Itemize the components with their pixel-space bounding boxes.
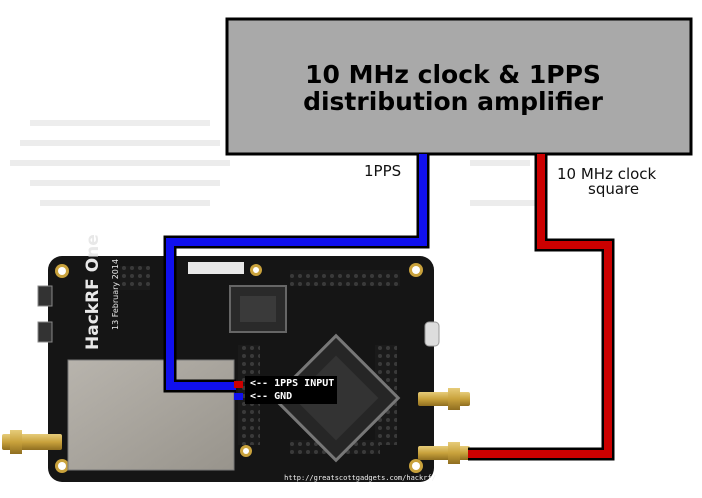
header-small	[120, 266, 150, 290]
clock-cable-label-line1: 10 MHz clock	[557, 165, 657, 183]
pps-pin-marker	[234, 381, 243, 388]
board-url-silkscreen: http://greatscottgadgets.com/hackrf/	[284, 474, 436, 482]
gnd-label: <-- GND	[250, 391, 292, 402]
amplifier-title-line1: 10 MHz clock & 1PPS	[305, 60, 601, 89]
sma-connector-clkin	[418, 442, 470, 464]
hackrf-one-board: HackRF One 13 February 2014 http://great…	[37, 234, 440, 482]
header-top	[290, 270, 400, 286]
gnd-pin-marker	[234, 393, 243, 400]
pps-cable-label: 1PPS	[364, 162, 401, 180]
pin-labels-box	[245, 376, 337, 404]
sma-connector-clkout	[418, 388, 470, 410]
board-date-silkscreen: 13 February 2014	[111, 259, 120, 330]
amplifier-title-line2: distribution amplifier	[303, 87, 604, 116]
pps-input-label: <-- 1PPS INPUT	[250, 378, 334, 389]
faint-background-text	[10, 120, 540, 206]
board-name-silkscreen: HackRF One	[83, 234, 103, 350]
clock-cable-label-line2: square	[588, 180, 639, 198]
sma-connector-antenna	[2, 430, 62, 454]
distribution-amplifier-box: 10 MHz clock & 1PPS distribution amplifi…	[225, 17, 693, 156]
